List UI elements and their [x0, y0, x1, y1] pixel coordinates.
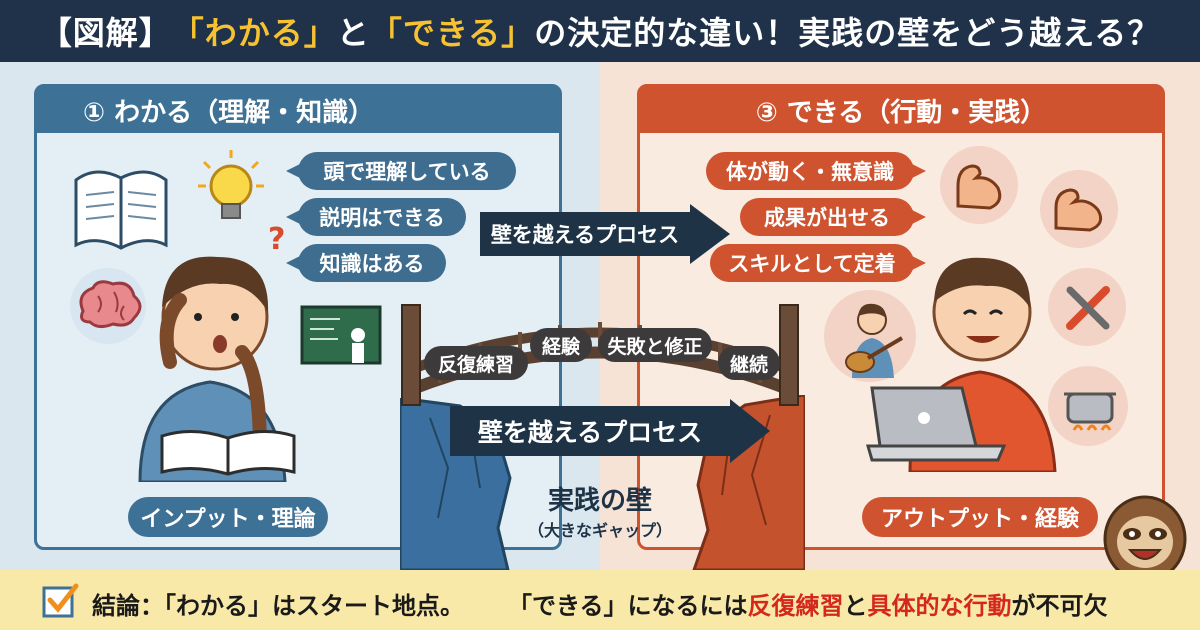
title-dekiru: 「できる」	[369, 14, 535, 52]
right-bubble-results: 成果が出せる	[740, 198, 926, 236]
practice-wall-label: 実践の壁 （大きなギャップ）	[520, 480, 680, 541]
left-bubble-knowledge: 知識はある	[286, 244, 446, 282]
process-arrow-top-label: 壁を越えるプロセス	[480, 212, 690, 256]
teacher-board-icon	[300, 305, 382, 365]
bridge-sign-failure: 失敗と修正	[598, 328, 712, 362]
process-arrow-top: 壁を越えるプロセス	[480, 204, 730, 264]
practice-wall-title: 実践の壁	[547, 486, 652, 516]
checkbox-check-icon	[42, 583, 79, 618]
lightbulb-icon	[198, 150, 264, 219]
title-part: の決定的な違い！実践の壁をどう越える？	[534, 14, 1161, 52]
left-bubble-understand: 頭で理解している	[286, 152, 516, 190]
conclusion-and: と	[843, 592, 868, 620]
book-icon	[74, 170, 168, 250]
conclusion-text-1: 結論：「わかる」はスタート地点。	[92, 592, 464, 620]
arrow-head-icon	[730, 399, 770, 463]
header-title: 【図解】「わかる」と「できる」の決定的な違い！実践の壁をどう越える？	[0, 0, 1200, 62]
title-part: 【図解】	[39, 14, 172, 52]
wrench-screwdriver-icon	[1066, 286, 1110, 330]
question-mark-icon: ?	[268, 222, 286, 257]
open-book-icon	[160, 429, 296, 476]
conclusion-text-2: 「できる」になるには反復練習と具体的な行動が不可欠	[508, 586, 1108, 621]
practice-wall-subtitle: （大きなギャップ）	[527, 521, 672, 540]
right-bubble-body-moves: 体が動く・無意識	[706, 152, 926, 190]
bridge-sign-continue: 継続	[718, 346, 780, 380]
input-theory-label: インプット・理論	[128, 497, 328, 537]
wakaru-panel-title: ① わかる（理解・知識）	[37, 87, 559, 133]
output-experience-label: アウトプット・経験	[862, 497, 1098, 537]
conclusion-action: 具体的な行動	[867, 592, 1012, 620]
muscle-arm-icon	[956, 164, 1002, 210]
conclusion-bar	[0, 570, 1200, 630]
left-bubble-explain: 説明はできる	[286, 198, 466, 236]
strong-arm-icon	[1054, 188, 1103, 232]
title-part: と	[336, 14, 370, 52]
bridge-sign-repetition: 反復練習	[424, 346, 528, 380]
dekiru-panel-title: ③ できる（行動・実践）	[640, 87, 1162, 133]
title-wakaru: 「わかる」	[171, 14, 337, 52]
guitar-player-illustration	[824, 290, 916, 382]
laptop-icon	[866, 386, 1006, 462]
conclusion-dekiru: 「できる」になるには	[508, 592, 748, 620]
cooking-pot-icon	[1064, 392, 1116, 431]
conclusion-repetition: 反復練習	[747, 592, 844, 620]
brain-icon	[70, 268, 146, 344]
process-arrow-bottom-label: 壁を越えるプロセス	[450, 406, 730, 456]
conclusion-essential: が不可欠	[1011, 592, 1108, 620]
right-bubble-skill: スキルとして定着	[710, 244, 926, 282]
sloth-mascot-icon	[1103, 495, 1187, 583]
process-arrow-bottom: 壁を越えるプロセス	[450, 399, 770, 463]
bridge-sign-experience: 経験	[530, 328, 592, 362]
